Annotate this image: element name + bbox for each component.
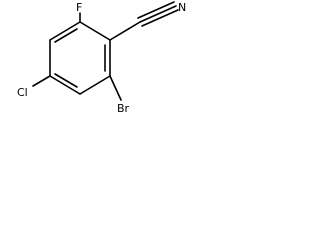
fluorine-label: F	[76, 1, 82, 14]
ring-bond-1	[79, 21, 111, 41]
structure-canvas: F N Cl Br	[0, 0, 195, 138]
nitrile-triple-bond-1	[139, 5, 177, 23]
chlorine-label: Cl	[17, 86, 28, 99]
ring-double-bond-inner-3	[54, 28, 78, 43]
bromine-label: Br	[117, 102, 130, 115]
chlorine-bond	[32, 75, 51, 87]
benzonitrile-structure: F N Cl Br	[17, 1, 186, 115]
ring-bond-6	[49, 21, 81, 41]
ring-bond-4	[49, 75, 81, 95]
nitrile-triple-bond-3	[141, 9, 179, 27]
ring-bond-3	[79, 75, 111, 95]
nitrile-nitrogen-label: N	[178, 1, 186, 14]
ring-double-bond-inner-2	[54, 73, 78, 88]
nitrile-triple-bond-2	[137, 1, 175, 19]
bromine-bond	[109, 75, 122, 101]
nitrile-carbon-bond	[109, 21, 141, 41]
